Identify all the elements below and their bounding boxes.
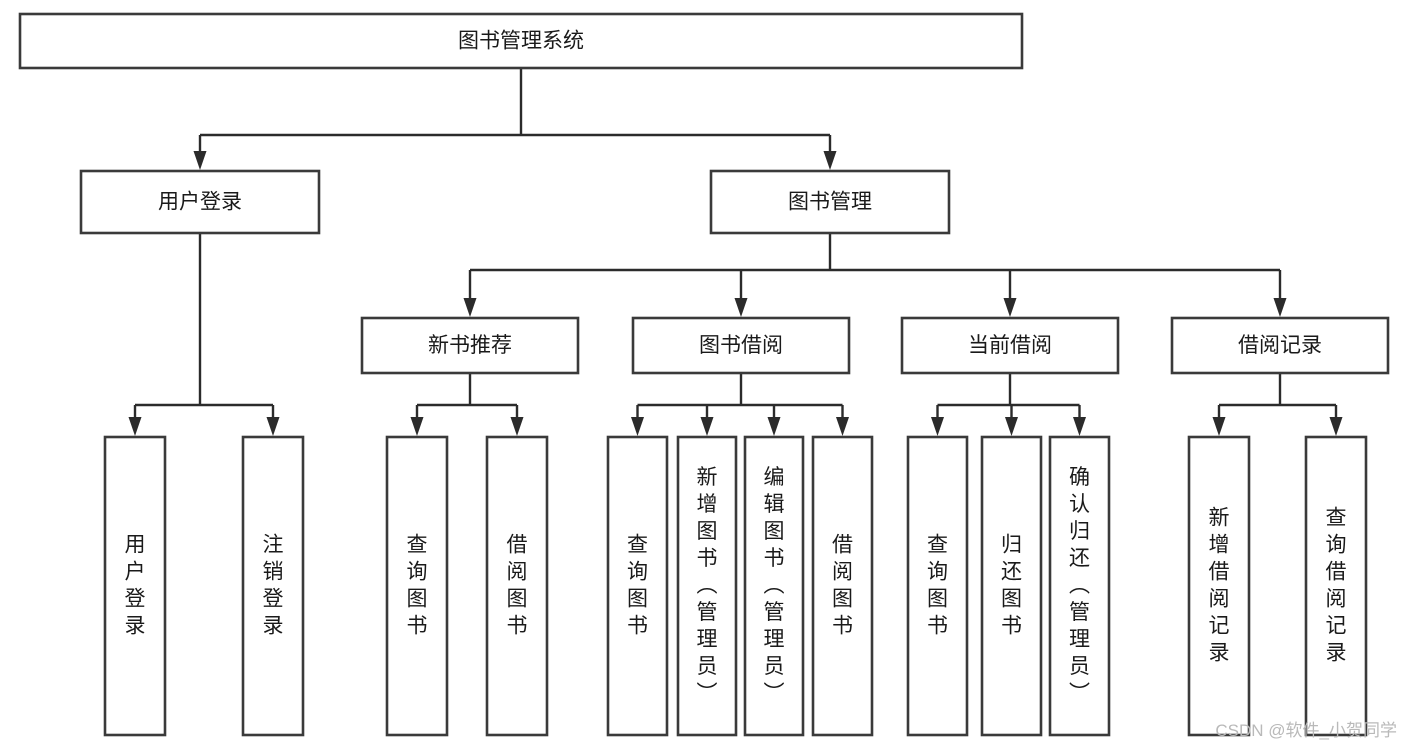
node-layer: 图书管理系统用户登录图书管理新书推荐图书借阅当前借阅借阅记录用户登录注销登录查询… xyxy=(18,12,1390,737)
arrow-head-icon xyxy=(1005,417,1018,436)
node-box-borrow-2[interactable] xyxy=(676,435,738,737)
node-label-root: 图书管理系统 xyxy=(458,30,584,53)
arrow-head-icon xyxy=(1329,417,1343,436)
node-borrow-2[interactable]: 新增图书︵管理员︶ xyxy=(676,435,738,737)
node-label-borrow-2: 新增图书︵管理员︶ xyxy=(697,466,718,705)
arrow-head-icon xyxy=(700,417,714,436)
node-box-newbook-1[interactable] xyxy=(385,435,449,737)
node-current-2[interactable]: 归还图书 xyxy=(980,435,1043,737)
node-box-borrow-3[interactable] xyxy=(743,435,805,737)
node-label-current-3: 确认归还︵管理员︶ xyxy=(1069,466,1090,705)
node-record-1[interactable]: 新增借阅记录 xyxy=(1187,435,1251,737)
node-label-current-2: 归还图书 xyxy=(1001,533,1022,637)
arrow-head-icon xyxy=(631,417,644,436)
node-newbook[interactable]: 新书推荐 xyxy=(360,316,580,375)
node-label-borrow-3: 编辑图书︵管理员︶ xyxy=(764,466,785,705)
node-box-record-1[interactable] xyxy=(1187,435,1251,737)
node-label-record-1: 新增借阅记录 xyxy=(1209,506,1230,664)
node-box-borrow[interactable] xyxy=(631,316,851,375)
node-label-current-1: 查询图书 xyxy=(927,533,948,637)
node-box-newbook-2[interactable] xyxy=(485,435,549,737)
connector-group xyxy=(128,233,280,436)
arrow-head-icon xyxy=(1073,417,1086,436)
node-label-borrow: 图书借阅 xyxy=(699,334,783,357)
node-label-login-1: 用户登录 xyxy=(125,533,146,637)
node-box-borrow-4[interactable] xyxy=(811,435,874,737)
arrow-head-icon xyxy=(734,298,748,317)
node-label-login-2: 注销登录 xyxy=(263,533,284,637)
arrow-head-icon xyxy=(510,417,524,436)
connector-group xyxy=(931,373,1086,436)
node-label-newbook: 新书推荐 xyxy=(428,334,512,357)
node-login-1[interactable]: 用户登录 xyxy=(103,435,167,737)
node-box-login-1[interactable] xyxy=(103,435,167,737)
node-current-1[interactable]: 查询图书 xyxy=(906,435,969,737)
connector-group xyxy=(1212,373,1343,436)
arrow-head-icon xyxy=(463,298,477,317)
node-box-current-3[interactable] xyxy=(1048,435,1111,737)
node-current-3[interactable]: 确认归还︵管理员︶ xyxy=(1048,435,1111,737)
node-label-record: 借阅记录 xyxy=(1238,334,1322,357)
arrow-head-icon xyxy=(767,417,781,436)
node-login[interactable]: 用户登录 xyxy=(79,169,321,235)
node-box-bookmgmt[interactable] xyxy=(709,169,951,235)
connector-group xyxy=(410,373,524,436)
node-box-login-2[interactable] xyxy=(241,435,305,737)
node-newbook-1[interactable]: 查询图书 xyxy=(385,435,449,737)
node-root[interactable]: 图书管理系统 xyxy=(18,12,1024,70)
arrow-head-icon xyxy=(128,417,142,436)
node-borrow[interactable]: 图书借阅 xyxy=(631,316,851,375)
node-borrow-1[interactable]: 查询图书 xyxy=(606,435,669,737)
node-login-2[interactable]: 注销登录 xyxy=(241,435,305,737)
node-bookmgmt[interactable]: 图书管理 xyxy=(709,169,951,235)
node-newbook-2[interactable]: 借阅图书 xyxy=(485,435,549,737)
arrow-head-icon xyxy=(1212,417,1226,436)
connector-group xyxy=(463,233,1287,317)
node-box-newbook[interactable] xyxy=(360,316,580,375)
arrow-head-icon xyxy=(1003,298,1017,317)
arrow-head-icon xyxy=(266,417,280,436)
connector-layer xyxy=(128,68,1343,436)
node-borrow-3[interactable]: 编辑图书︵管理员︶ xyxy=(743,435,805,737)
connector-group xyxy=(631,373,849,436)
node-box-record-2[interactable] xyxy=(1304,435,1368,737)
arrow-head-icon xyxy=(931,417,944,436)
node-label-record-2: 查询借阅记录 xyxy=(1326,506,1347,664)
arrow-head-icon xyxy=(836,417,849,436)
node-label-bookmgmt: 图书管理 xyxy=(788,191,872,214)
node-box-current[interactable] xyxy=(900,316,1120,375)
node-label-newbook-2: 借阅图书 xyxy=(507,533,528,637)
node-label-borrow-1: 查询图书 xyxy=(627,533,648,637)
node-box-root[interactable] xyxy=(18,12,1024,70)
node-label-borrow-4: 借阅图书 xyxy=(832,533,853,637)
node-label-current: 当前借阅 xyxy=(968,334,1052,357)
node-record[interactable]: 借阅记录 xyxy=(1170,316,1390,375)
arrow-head-icon xyxy=(193,151,207,170)
node-box-current-2[interactable] xyxy=(980,435,1043,737)
arrow-head-icon xyxy=(823,151,837,170)
node-box-current-1[interactable] xyxy=(906,435,969,737)
node-label-login: 用户登录 xyxy=(158,191,242,214)
node-borrow-4[interactable]: 借阅图书 xyxy=(811,435,874,737)
node-current[interactable]: 当前借阅 xyxy=(900,316,1120,375)
node-box-record[interactable] xyxy=(1170,316,1390,375)
node-record-2[interactable]: 查询借阅记录 xyxy=(1304,435,1368,737)
node-box-login[interactable] xyxy=(79,169,321,235)
arrow-head-icon xyxy=(1273,298,1287,317)
node-box-borrow-1[interactable] xyxy=(606,435,669,737)
node-label-newbook-1: 查询图书 xyxy=(407,533,428,637)
arrow-head-icon xyxy=(410,417,424,436)
connector-group xyxy=(193,68,837,170)
